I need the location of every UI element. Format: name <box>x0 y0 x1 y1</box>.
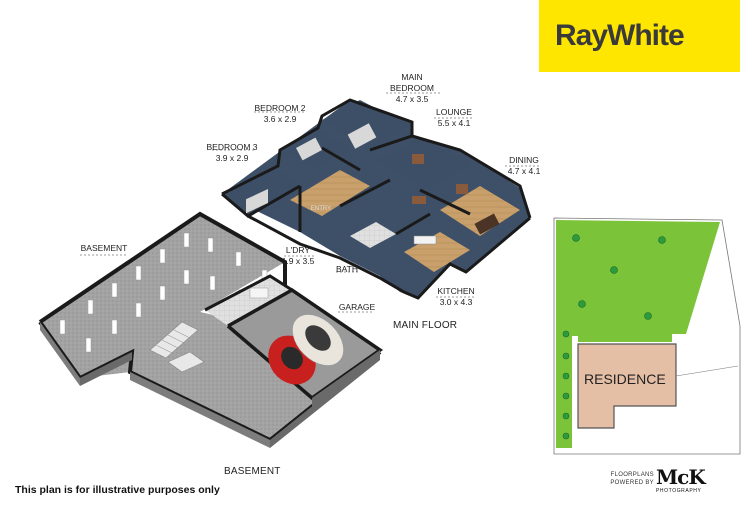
kitchen-dims: 3.0 x 4.3 <box>439 297 473 307</box>
lawn-area <box>556 220 720 448</box>
main-floor-walls <box>221 98 532 300</box>
brand-name: RayWhite <box>555 19 685 52</box>
bath-label: BATH <box>335 264 359 274</box>
basement-level <box>38 211 384 448</box>
dining-label: DINING 4.7 x 4.1 <box>494 155 554 177</box>
bedroom-2-label: BEDROOM 2 3.6 x 2.9 <box>248 103 312 125</box>
lounge-sofa <box>412 154 424 164</box>
lounge-dims: 5.5 x 4.1 <box>437 118 471 128</box>
main-bedroom-dims: 4.7 x 3.5 <box>395 94 429 104</box>
residence-footprint <box>577 343 677 429</box>
bedroom-3-dims: 3.9 x 2.9 <box>215 153 249 163</box>
basement-level-label: BASEMENT <box>224 466 281 477</box>
laundry-room <box>204 274 293 326</box>
main-floor-level <box>221 98 532 300</box>
ray-white-logo: RayWhite <box>539 0 740 72</box>
laundry-label: L'DRY 1.9 x 3.5 <box>272 245 324 267</box>
garage-label: GARAGE <box>338 302 376 312</box>
disclaimer-text: This plan is for illustrative purposes o… <box>15 484 220 496</box>
bath-floor <box>350 222 396 248</box>
credit-sub: PHOTOGRAPHY <box>656 488 702 494</box>
residence-label: RESIDENCE <box>584 371 666 387</box>
label-underlines <box>80 92 540 313</box>
basement-outer-wall <box>38 211 287 324</box>
lounge-label: LOUNGE 5.5 x 4.1 <box>424 107 484 129</box>
main-bedroom-bed <box>347 123 377 149</box>
credit-caption: FLOORPLANS POWERED BY <box>610 472 654 486</box>
bedroom-3-bed <box>246 189 268 214</box>
lounge-ottoman <box>412 196 426 204</box>
bedroom-3-label: BEDROOM 3 3.9 x 2.9 <box>200 142 264 164</box>
basement-room-label: BASEMENT <box>80 243 128 253</box>
laundry-dims: 1.9 x 3.5 <box>281 256 315 266</box>
dining-table <box>474 213 500 235</box>
mck-photography-logo: FLOORPLANS POWERED BY McK PHOTOGRAPHY <box>598 465 718 498</box>
bedroom-2-bed <box>296 137 322 161</box>
garage-room <box>226 287 384 408</box>
kitchen-label: KITCHEN 3.0 x 4.3 <box>428 286 484 308</box>
bedroom-2-dims: 3.6 x 2.9 <box>263 114 297 124</box>
kitchen-floor <box>404 232 470 272</box>
site-plan <box>553 217 741 455</box>
entry-floor <box>290 170 370 216</box>
site-trees <box>562 234 666 440</box>
entry-label: ENTRY <box>310 206 332 212</box>
red-car <box>268 335 316 385</box>
main-bedroom-label: MAIN BEDROOM 4.7 x 3.5 <box>380 72 444 105</box>
kitchen-bench <box>413 235 437 245</box>
dining-floor <box>440 186 520 236</box>
silver-car <box>292 314 344 366</box>
lounge-chair <box>456 184 468 194</box>
credit-brand: McK <box>656 465 706 489</box>
dining-dims: 4.7 x 4.1 <box>507 166 541 176</box>
main-floor-label: MAIN FLOOR <box>393 320 458 331</box>
basement-stairs <box>149 321 205 373</box>
